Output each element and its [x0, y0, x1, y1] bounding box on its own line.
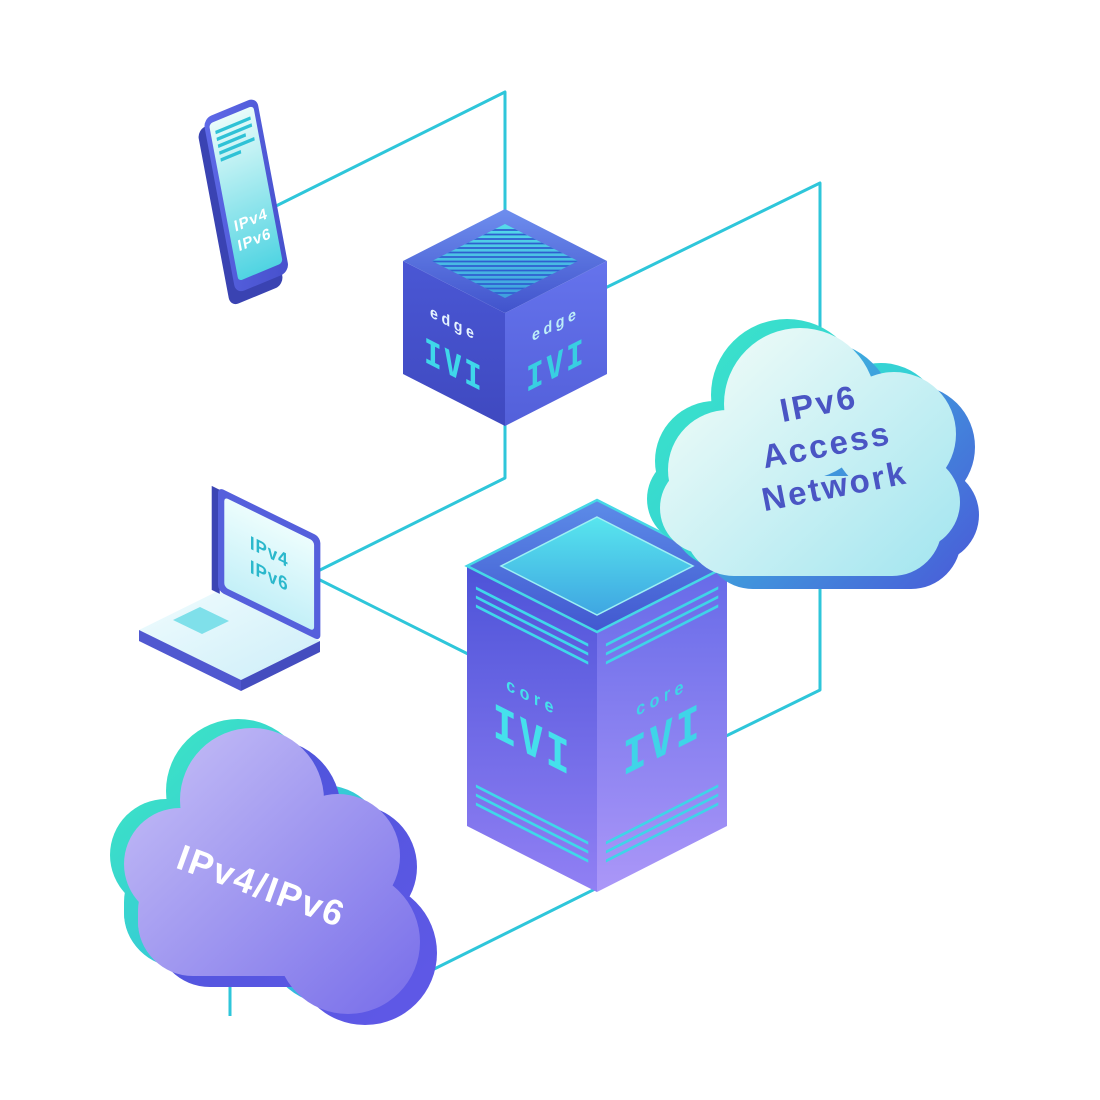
connector-edge-router-to-laptop-to-core [308, 422, 507, 662]
core-left-stripes-top [475, 586, 589, 665]
laptop-right-edge [241, 641, 320, 691]
core-router-node: core IVI core IVI [464, 498, 730, 892]
phone-node: IPv4 IPv6 [198, 99, 288, 305]
core-left-face [467, 566, 597, 892]
laptop-base [139, 591, 320, 680]
core-right-face [597, 566, 727, 892]
edge-router-right-face [505, 261, 607, 426]
phone-screen-stripes [215, 116, 255, 162]
edge-router-left-face [403, 261, 505, 426]
core-top-panel [499, 516, 695, 616]
core-right-stripes-bottom [605, 784, 719, 863]
edge-router-top-vents [432, 229, 578, 294]
laptop-front-edge [139, 630, 241, 691]
core-left-stripes-bottom [475, 784, 589, 863]
ipv6-access-cloud-node: IPv6 Access Network [647, 319, 979, 589]
laptop-trackpad [173, 607, 229, 634]
ipv4-ipv6-cloud-node: IPv4/IPv6 [110, 719, 437, 1025]
edge-router-node: edge IVI edge IVI [403, 209, 607, 426]
connector-phone-to-edge-router [271, 90, 507, 212]
core-right-stripes-top [605, 586, 719, 665]
laptop-screen-side [211, 485, 220, 594]
laptop-node: IPv4 IPv6 [139, 485, 321, 691]
laptop-screen [224, 498, 315, 630]
